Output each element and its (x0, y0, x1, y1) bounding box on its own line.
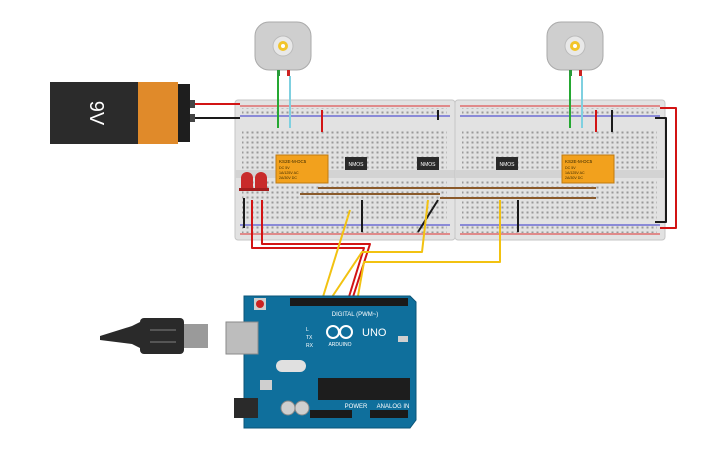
breadboard-right (454, 99, 666, 241)
wire-right-rail-red (660, 107, 677, 229)
arduino-model: UNO (362, 327, 387, 339)
wire-yellow-2 (329, 199, 429, 301)
mosfet-2-label: NMOS (421, 162, 437, 168)
arduino-pin-L: L (306, 327, 309, 333)
breadboard-left (234, 99, 456, 241)
wire-black-diagonal (417, 199, 439, 233)
relay-right-model: KS2E-M-DC5 (565, 159, 593, 164)
motor-right (546, 21, 604, 76)
motor-left (254, 21, 312, 76)
arduino-logo-icon (326, 325, 353, 339)
wire-right-rail-black (655, 117, 667, 223)
mosfet-3-label: NMOS (500, 162, 516, 168)
arduino-brand: ARDUINO (328, 342, 351, 348)
arduino-digital-header: DIGITAL (PWM~) (332, 312, 379, 318)
led-1 (239, 172, 255, 191)
usb-cable (100, 318, 208, 354)
relay-right-line-1: DC 5V (565, 166, 576, 170)
relay-right-line-2: 1A/125V AC (565, 171, 585, 175)
relay-left-line-3: 2A/30V DC (279, 176, 297, 180)
relay-left-model: KS2E-M-DC5 (279, 159, 307, 164)
mosfet-2: NMOS (417, 157, 439, 170)
wire-yellow-1 (321, 209, 351, 301)
arduino-uno: DIGITAL (PWM~) L TX RX ARDUINO UNO POWER… (225, 295, 417, 429)
wire-led-red-1 (251, 200, 365, 301)
mosfet-3: NMOS (496, 157, 518, 170)
arduino-pin-TX: TX (306, 335, 313, 341)
arduino-pin-RX: RX (306, 343, 314, 349)
relay-left: KS2E-M-DC5 DC 5V 1A/125V AC 2A/30V DC (275, 154, 329, 184)
battery-label: 9V (85, 101, 107, 126)
led-2 (253, 172, 269, 191)
relay-left-line-1: DC 5V (279, 166, 290, 170)
battery-9v: 9V (50, 82, 195, 144)
mosfet-1: NMOS (345, 157, 367, 170)
arduino-power-header: POWER (345, 404, 368, 410)
relay-right: KS2E-M-DC5 DC 5V 1A/125V AC 2A/30V DC (561, 154, 615, 184)
relay-left-line-2: 1A/125V AC (279, 171, 299, 175)
mosfet-1-label: NMOS (349, 162, 365, 168)
arduino-analog-header: ANALOG IN (377, 404, 410, 410)
wire-led-red-2 (261, 200, 371, 301)
relay-right-line-3: 2A/30V DC (565, 176, 583, 180)
